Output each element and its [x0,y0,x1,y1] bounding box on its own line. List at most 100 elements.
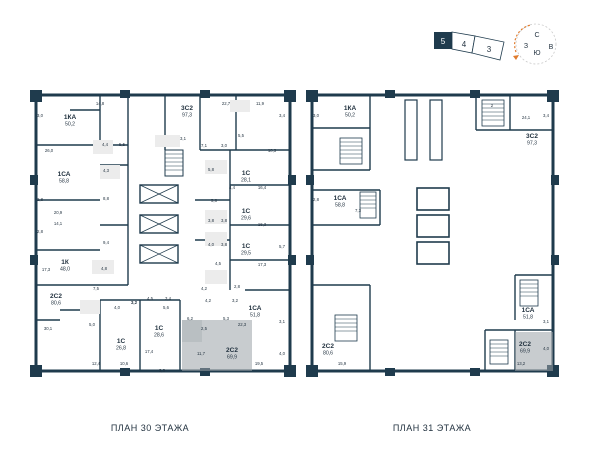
bathroom [92,260,114,274]
plan-31-room-area: 3,1 [543,319,550,324]
plan-30-room-area: 14,1 [54,221,63,226]
plan-30-unit-area: 28,6 [154,333,164,339]
plan-31-room-area: 24,1 [522,115,531,120]
plan-31-unit-area: 80,6 [323,351,333,357]
plan-30-room-area: 2,8 [234,284,241,289]
column [120,90,130,98]
section-4-label: 4 [462,40,467,49]
plan-30-room-area: 16,3 [258,222,267,227]
column [551,175,559,185]
compass-north: С [534,32,539,39]
stairwell [359,191,377,219]
bathroom [205,160,227,174]
stairwell [334,314,358,342]
column [551,255,559,265]
plan-30-room-area: 3,0 [221,143,228,148]
plan-30-room-area: 7,5 [93,286,100,291]
plan-31-unit-type: 2С2 [322,343,334,350]
plan-30-unit-type: 1КА [64,114,77,121]
column [306,255,314,265]
elevator [416,241,450,265]
plan-30-unit-type: 2С2 [50,293,62,300]
plan-30-room-area: 5,6 [163,305,170,310]
plan-30-room-area: 5,3 [223,316,230,321]
plan-31-unit-type: 1СА [522,307,535,314]
plan-30-room-area: 2,8 [37,229,44,234]
plan-30-room-area: 3,8 [208,218,215,223]
column [288,175,296,185]
section-3-tile[interactable] [471,35,505,61]
plan-30-room-area: 5,8 [208,167,215,172]
bathroom [155,135,180,147]
plan-30-room-area: 5,8 [211,198,218,203]
plan-31-room-area: 2 [491,103,494,108]
plan-31-unit-type: 3С2 [526,133,538,140]
plan-30-room-area: 22,3 [238,322,247,327]
column [470,368,480,376]
plan-30-room-area: 4,4 [102,142,109,147]
elevator [416,187,450,211]
plan-30-room-area: 3,4 [165,296,172,301]
plan-31-room-area: 13,2 [517,361,526,366]
compass-arc [514,24,532,53]
plan-30-room-area: 17,3 [42,267,51,272]
plan-30-unit-type: 1СА [249,305,262,312]
plan-30-room-area: 16,4 [258,185,267,190]
plan-31-room-area: 3,4 [543,113,550,118]
plan-30-unit-area: 58,8 [59,179,69,185]
plan-30-room-area: 5,7 [279,244,286,249]
plan-30-room-area: 8,8 [103,196,110,201]
plan-30-room-area: 17,4 [145,349,154,354]
column [288,255,296,265]
plan-30-unit-type: 1С [242,243,251,250]
bathroom [205,210,227,224]
plan-30-room-area: 4,0 [208,242,215,247]
plan-30-unit-type: 1С [117,338,126,345]
plan-30-room-area: 22,7 [222,101,231,106]
column [30,255,38,265]
column [120,368,130,376]
highlighted-unit-2c2[interactable] [515,332,553,371]
plan-30-room-area: 7,1 [201,143,208,148]
section-indicator: 5 4 3 [434,31,505,61]
plan-31-outer-wall [310,93,555,373]
bathroom [230,100,250,112]
plan-30-unit-type: 2С2 [226,347,238,354]
plan-30-room-area: 4,3 [103,168,110,173]
shaft [429,99,443,161]
elevator [416,214,450,238]
plan-31-unit-type: 1КА [344,105,357,112]
plan-30-room-area: 10,6 [120,361,129,366]
plan-31-unit-area: 69,9 [520,349,530,355]
section-5-label: 5 [441,37,446,46]
plan-30-outer-wall [34,93,292,373]
column [30,175,38,185]
plan-30-room-area: 5,5 [238,133,245,138]
plan-30-unit-type: 3С2 [181,105,193,112]
plan-30-unit-type: 1С [155,325,164,332]
compass-arrow-icon [513,55,519,60]
column [385,368,395,376]
plan-31-unit-area: 50,2 [345,113,355,119]
column [200,368,210,376]
section-5-tile[interactable] [434,32,452,49]
plan-30-room-area: 2,8 [37,197,44,202]
plan-30-room-area: 11,7 [197,351,206,356]
bathroom [205,270,227,284]
plan-30-room-area: 30,1 [44,326,53,331]
plan-30-room-area: 4,5 [147,296,154,301]
plan-31-unit-area: 97,3 [527,141,537,147]
stairwell [339,137,363,165]
plan-31-unit-type: 1СА [334,195,347,202]
plan-30-unit-area: 28,1 [241,178,251,184]
plan-31-unit-area: 51,8 [523,315,533,321]
stairwell [519,279,539,307]
plan-30-room-area: 26,0 [45,148,54,153]
stairwell [164,149,184,177]
column [470,90,480,98]
plan-30-room-area: 5,0 [89,322,96,327]
plan-30-room-area: 17,3 [258,262,267,267]
